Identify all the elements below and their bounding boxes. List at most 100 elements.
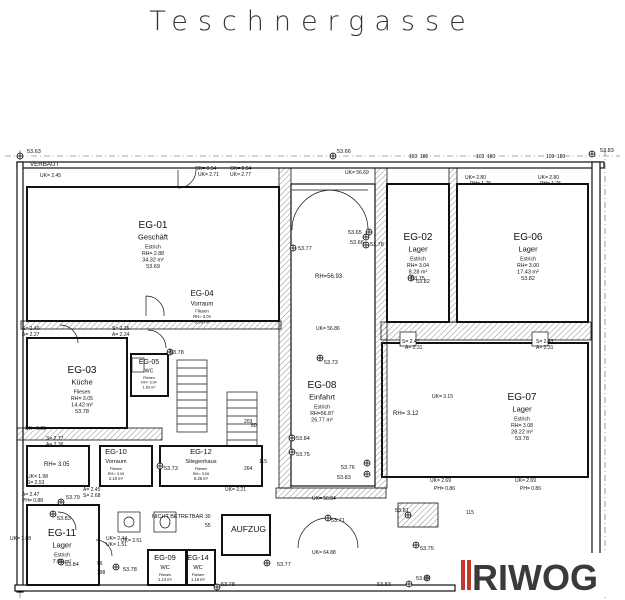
room-id: EG-03 (68, 365, 97, 376)
elevation-marker-icon (263, 559, 271, 567)
elevation-value: 53.82 (416, 279, 430, 285)
logo-bar-icon (461, 560, 465, 590)
room-floor: Fliesen (192, 572, 205, 577)
dimension-text: 103 (409, 154, 418, 160)
room-id: EG-02 (404, 232, 433, 243)
annotation-text: UK= 56.69 (345, 170, 369, 176)
elevation-marker-icon (363, 470, 371, 478)
annotation-text: OK= 0.54 (230, 166, 251, 172)
dimension-text: 180 (487, 154, 496, 160)
dimension-text: 96 (97, 561, 103, 567)
elevation-value: 53.81 (395, 508, 409, 514)
elevation-value: 53.84 (65, 562, 79, 568)
elevation-value: 53.84 (296, 436, 310, 442)
elevation-value: 53.73 (324, 360, 338, 366)
elevation-value: 53.76 (341, 465, 355, 471)
room-height: RH= 3.04 (407, 263, 429, 269)
elevation-marker-icon (324, 514, 332, 522)
room-height: RH= 2.88 (142, 251, 164, 257)
room-name: Vorraum (105, 459, 127, 465)
elevation-value: 53.78 (370, 242, 384, 248)
room-id: EG-14 (187, 553, 209, 562)
dimension-text: 103 (546, 154, 555, 160)
dimension-text: 55 (205, 523, 211, 529)
elevation-marker-icon (365, 228, 373, 236)
label-rh-einfahrt: RH=56.93 (315, 274, 343, 280)
room-name: WC (160, 565, 169, 571)
annotation-text: PH= 0.86 (520, 486, 541, 492)
room-name: WC (145, 368, 154, 374)
elevation-markers (16, 150, 596, 591)
annotation-text: UK= 3.15 (432, 394, 453, 400)
elevation-marker-icon (57, 558, 65, 566)
room-area: 2.10 m² (109, 476, 124, 481)
room-area: 1.13 m² (158, 577, 173, 582)
room-floor: Estrich (145, 244, 161, 250)
axis-lines (5, 150, 620, 600)
elevation-value: 53.87 (416, 576, 430, 582)
annotation-text: PH= 0.88 (22, 498, 43, 504)
room-name: Lager (518, 245, 538, 254)
room-area: 1.83 m² (142, 385, 156, 390)
room-id: EG-09 (154, 553, 176, 562)
room-floor: Estrich (54, 552, 70, 558)
elevation-value: 53.83 (337, 475, 351, 481)
room-height: RH= 3.05 (71, 396, 93, 402)
annotation-text: UK= 2.44 (106, 536, 127, 542)
room-id: EG-05 (139, 359, 159, 366)
dimension-text: 203 (244, 419, 253, 425)
room-name: Lager (512, 405, 532, 414)
wall-hatching (16, 167, 592, 528)
doors (57, 169, 369, 557)
room-height: RH= 3.04 (141, 381, 156, 385)
room-area: 34.32 m² (142, 257, 164, 263)
dimension-text: 30 (205, 514, 211, 520)
elevation-value: 53.78 (170, 350, 184, 356)
label-rh-eg03b: RH= 3.05 (44, 462, 70, 468)
elevation-marker-icon (588, 150, 596, 158)
annotation-text: UK= 2.51 (121, 538, 142, 544)
elevation-value: 53.78 (221, 582, 235, 588)
elevation-value: 53.83 (57, 516, 71, 522)
elevation-value: 53.75 (296, 452, 310, 458)
room-area: 17.43 m² (517, 269, 539, 275)
elevation-marker-icon (166, 348, 174, 356)
elevation-marker-icon (316, 354, 324, 362)
annotation-text: PH= 0.86 (434, 486, 455, 492)
room-id: EG-06 (514, 232, 543, 243)
room-id: EG-12 (190, 447, 212, 456)
room-floor: Estrich (314, 404, 330, 410)
annotation-text: PH= 1.75 (540, 181, 561, 187)
annotation-text: A= 2.47 (22, 492, 40, 498)
elevation-marker-icon (288, 434, 296, 442)
room-area: 1.16 m² (191, 577, 206, 582)
elevation-marker-icon (57, 498, 65, 506)
elevation-marker-icon (49, 510, 57, 518)
elevation-marker-icon (404, 511, 412, 519)
room-height: RH= 3.05 (108, 471, 125, 476)
room-height: RH= 3.08 (511, 423, 533, 429)
room-level: 53.69 (146, 264, 160, 270)
room-name: Küche (71, 378, 92, 387)
room-name: Stiegenhaus (185, 459, 216, 465)
street-name: Teschnergasse (149, 6, 476, 37)
elevation-value: 53.79 (66, 495, 80, 501)
annotation-text: S= 2.77 (46, 436, 64, 442)
elevation-marker-icon (362, 241, 370, 249)
annotation-text: A= 2.36 (46, 442, 64, 448)
room-floor: Estrich (410, 256, 426, 262)
room-area: 28.22 m² (511, 429, 533, 435)
logo-text: RIWOG (472, 557, 598, 597)
annotation-text: A= 2.24 (112, 332, 130, 338)
elevation-value: 53.71 (331, 518, 345, 524)
plan-annotations: VERBAUT AUFZUG NICHT BETRETBAR RH=56.93 … (30, 161, 419, 534)
room-name: Lager (408, 245, 428, 254)
elevation-value: 53.75 (420, 546, 434, 552)
